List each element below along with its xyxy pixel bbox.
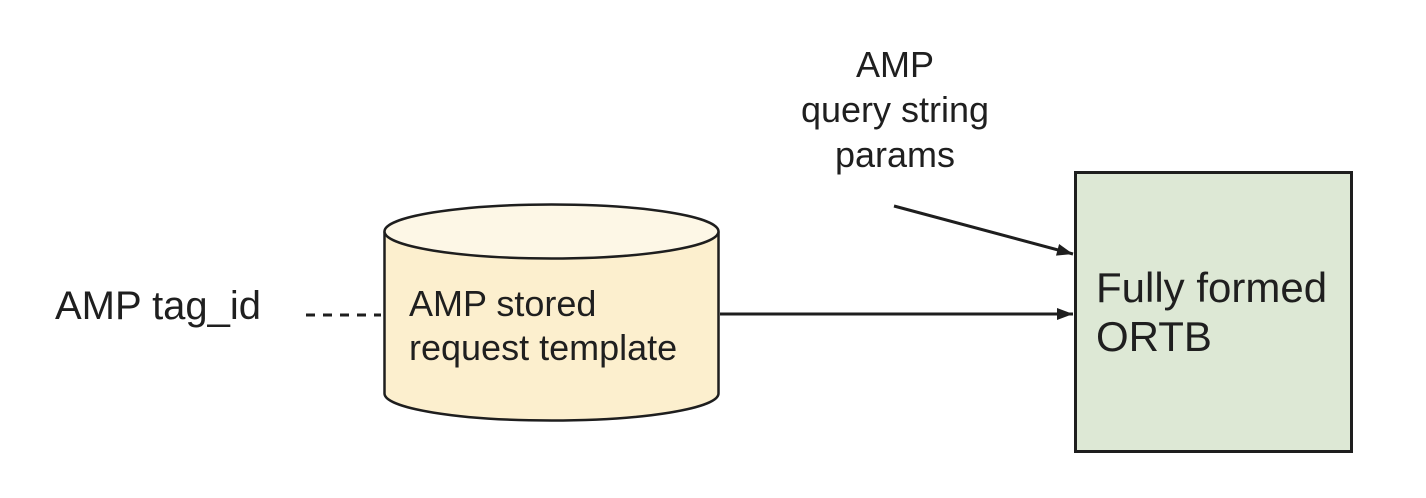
ortb-box-line2: ORTB [1096,313,1212,360]
amp-query-string-params-label: AMP query string params [775,42,1015,177]
database-cylinder-shape [383,203,720,422]
params-label-line3: params [834,134,956,175]
fully-formed-ortb-box: Fully formed ORTB [1074,171,1353,453]
cylinder-label: AMP stored request template [409,282,677,370]
params-label-line1: AMP [855,44,934,85]
params-label-line2: query string [800,89,990,130]
cylinder-top [383,203,720,260]
cylinder-label-line2: request template [409,327,678,368]
ortb-box-line1: Fully formed [1096,264,1328,311]
amp-tag-id-label: AMP tag_id [55,284,262,328]
cylinder-label-line1: AMP stored [409,283,597,324]
cylinder-body [383,231,720,422]
arrow-connector-params-to-box [893,204,1074,256]
